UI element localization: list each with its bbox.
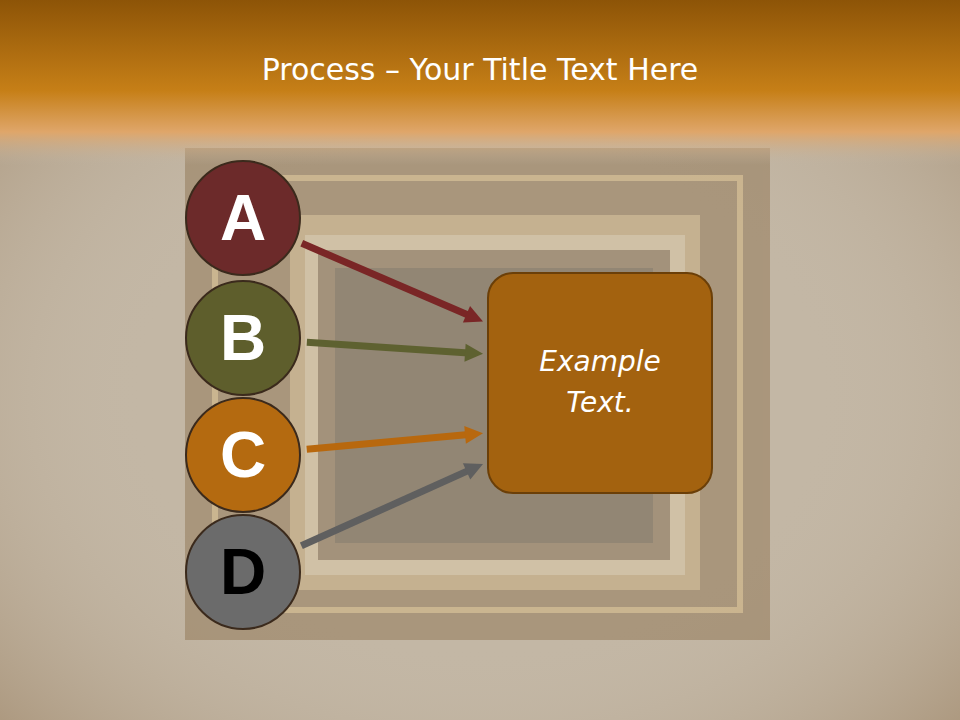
step-circle: D: [185, 514, 301, 630]
result-box: Example Text.: [487, 272, 713, 494]
box-text: Example Text.: [503, 342, 697, 423]
step-circle: A: [185, 160, 301, 276]
step-circle: C: [185, 397, 301, 513]
flow-arrow: [307, 426, 483, 449]
step-letter: D: [220, 535, 266, 609]
step-circle: B: [185, 280, 301, 396]
flow-arrow: [302, 243, 483, 322]
flow-arrow: [307, 342, 483, 361]
step-letter: C: [220, 418, 266, 492]
step-letter: A: [220, 181, 266, 255]
step-letter: B: [220, 301, 266, 375]
slide-title: Process – Your Title Text Here: [0, 52, 960, 87]
flow-arrow: [301, 463, 483, 546]
